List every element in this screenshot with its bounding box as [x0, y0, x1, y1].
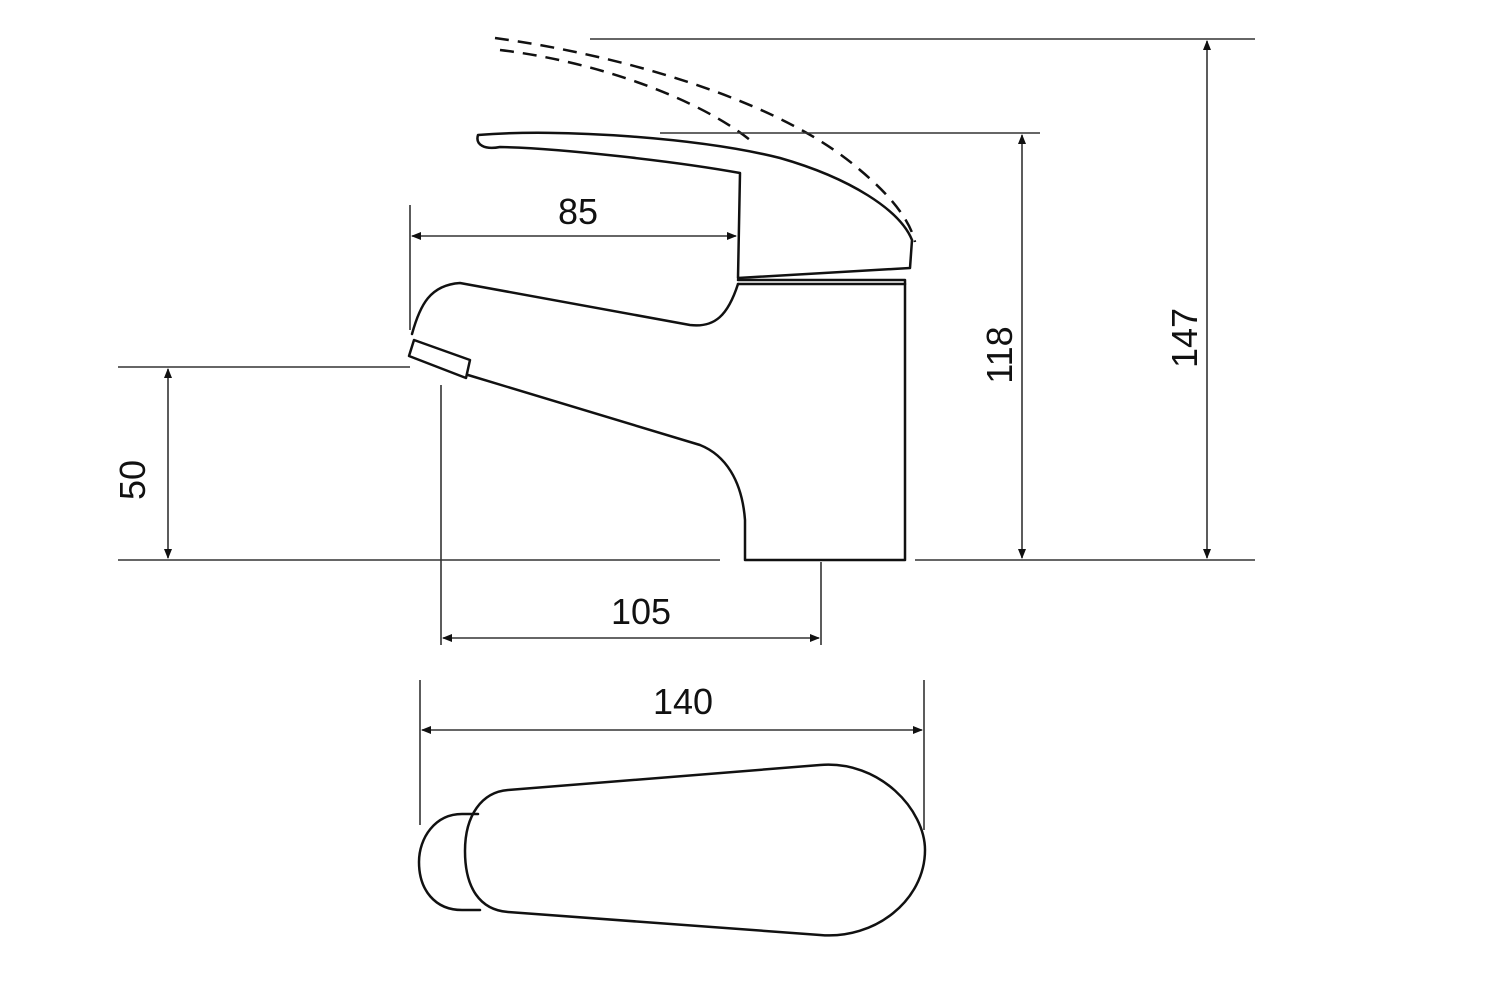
- dimension-label: 85: [558, 191, 598, 232]
- aerator-nozzle: [407, 338, 472, 380]
- lever: [476, 131, 914, 280]
- faucet-top-view: [417, 763, 927, 937]
- dimension-label: 50: [112, 460, 153, 500]
- dimension-147: 147: [590, 38, 1255, 559]
- dimension-50: 50: [112, 366, 410, 559]
- dimension-label: 140: [653, 681, 713, 722]
- faucet-side-view: [407, 36, 917, 562]
- dimension-label: 118: [979, 326, 1020, 383]
- spout-tip-top-view: [417, 812, 482, 912]
- dimension-label: 105: [611, 591, 671, 632]
- dimension-85: 85: [409, 191, 737, 330]
- faucet-body: [466, 278, 907, 562]
- raised-lever-outline: [494, 36, 917, 243]
- lever-top-view: [463, 763, 927, 937]
- dimension-105: 105: [440, 385, 822, 645]
- dimension-label: 147: [1164, 308, 1205, 368]
- dimension-140: 140: [419, 680, 925, 830]
- spout: [410, 281, 740, 336]
- dimension-118: 118: [660, 132, 1040, 559]
